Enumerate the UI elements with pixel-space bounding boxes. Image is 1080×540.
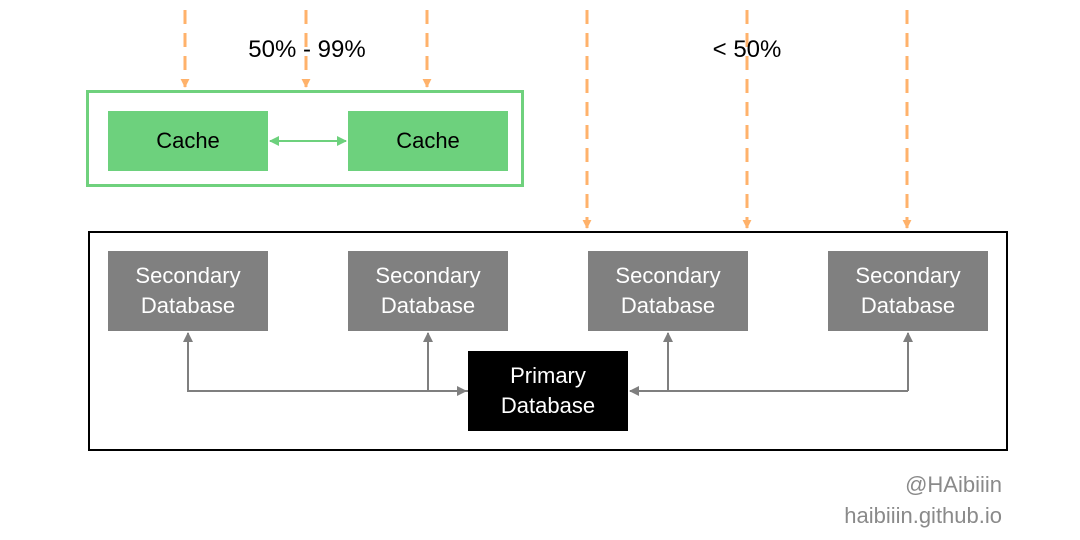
cache-group: [86, 90, 524, 187]
secondary-database-node: Secondary Database: [108, 251, 268, 331]
cache-node-label: Cache: [156, 128, 220, 153]
secondary-database-label: Secondary Database: [615, 263, 721, 318]
cache-node: Cache: [108, 111, 268, 171]
replication-connector-left: [183, 332, 468, 392]
secondary-database-node: Secondary Database: [348, 251, 508, 331]
credit-site: haibiiin.github.io: [844, 503, 1002, 528]
secondary-database-label: Secondary Database: [855, 263, 961, 318]
cache-node-label: Cache: [396, 128, 460, 153]
secondary-database-label: Secondary Database: [135, 263, 241, 318]
database-cluster: [88, 231, 1008, 451]
secondary-database-label: Secondary Database: [375, 263, 481, 318]
secondary-database-node: Secondary Database: [828, 251, 988, 331]
cache-node: Cache: [348, 111, 508, 171]
primary-database-node: Primary Database: [468, 351, 628, 431]
credit-handle: @HAibiiin: [905, 472, 1002, 497]
primary-database-label: Primary Database: [500, 363, 596, 418]
secondary-database-node: Secondary Database: [588, 251, 748, 331]
cache-traffic-label: 50% - 99%: [248, 36, 366, 63]
database-traffic-label: < 50%: [712, 36, 782, 63]
